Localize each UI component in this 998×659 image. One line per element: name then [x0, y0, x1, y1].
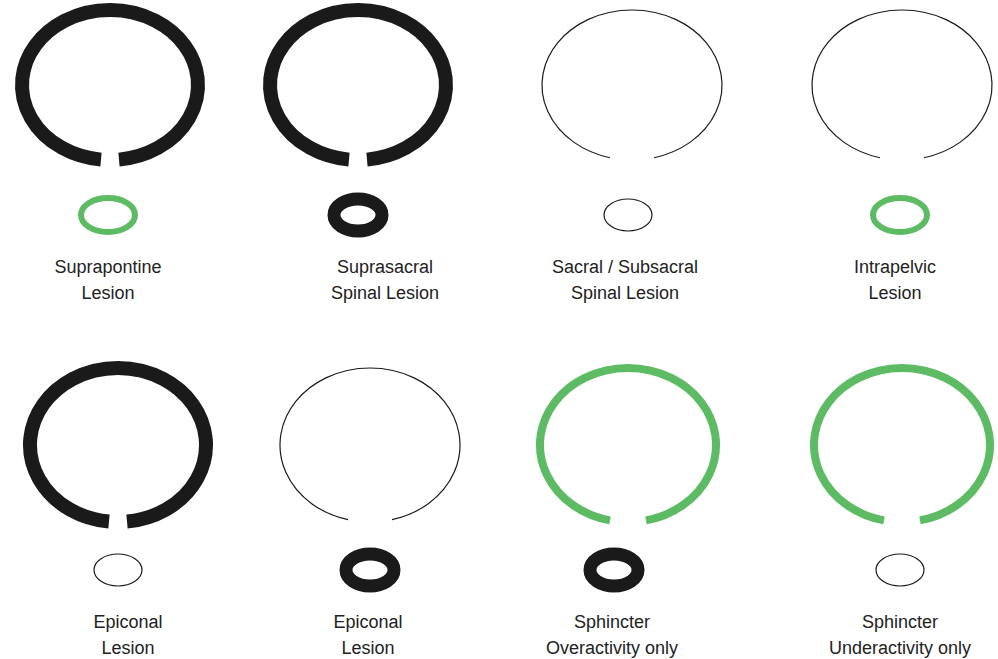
bladder-sphincter-illustration	[10, 0, 210, 250]
figure-label: Sphincter Underactivity only	[814, 609, 986, 659]
figure-label: Epiconal Lesion	[316, 609, 420, 659]
sphincter-ring	[81, 198, 135, 232]
figure-label: Epiconal Lesion	[76, 609, 180, 659]
bladder-figure: Intrapelvic Lesion	[802, 0, 998, 310]
bladder-outline	[540, 368, 716, 520]
bladder-figure: Suprasacral Spinal Lesion	[258, 0, 458, 310]
figure-label: Suprapontine Lesion	[43, 254, 173, 306]
sphincter-ring	[876, 554, 924, 586]
figure-label: Sacral / Subsacral Spinal Lesion	[541, 254, 709, 306]
sphincter-ring	[604, 199, 652, 231]
bladder-outline	[270, 10, 446, 160]
bladder-outline	[280, 368, 460, 520]
bladder-sphincter-illustration	[532, 0, 732, 250]
bladder-figure: Sphincter Underactivity only	[802, 355, 998, 659]
bladder-sphincter-illustration	[802, 355, 998, 605]
bladder-sphincter-illustration	[18, 355, 218, 605]
figure-label: Suprasacral Spinal Lesion	[320, 254, 450, 306]
sphincter-ring	[590, 554, 638, 586]
bladder-outline	[814, 368, 990, 520]
figure-label: Intrapelvic Lesion	[839, 254, 951, 306]
bladder-figure: Sphincter Overactivity only	[528, 355, 728, 659]
bladder-figure: Suprapontine Lesion	[10, 0, 210, 310]
sphincter-ring	[94, 554, 142, 586]
bladder-sphincter-illustration	[802, 0, 998, 250]
bladder-figure: Sacral / Subsacral Spinal Lesion	[532, 0, 732, 310]
figure-label: Sphincter Overactivity only	[531, 609, 693, 659]
bladder-outline	[542, 10, 722, 158]
sphincter-ring	[346, 554, 394, 586]
sphincter-ring	[873, 198, 927, 232]
bladder-sphincter-illustration	[528, 355, 728, 605]
sphincter-ring	[334, 199, 382, 231]
bladder-sphincter-illustration	[270, 355, 470, 605]
bladder-figure: Epiconal Lesion	[270, 355, 470, 659]
bladder-outline	[812, 10, 992, 158]
bladder-outline	[22, 10, 198, 160]
bladder-sphincter-illustration	[258, 0, 458, 250]
bladder-figure: Epiconal Lesion	[18, 355, 218, 659]
bladder-outline	[30, 368, 206, 522]
